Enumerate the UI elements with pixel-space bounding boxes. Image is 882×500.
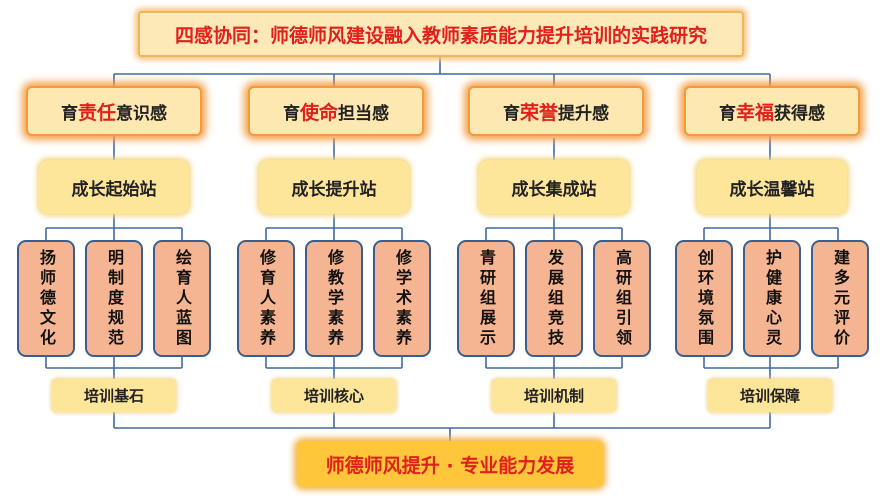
sense-suffix: 意识感	[116, 103, 167, 124]
leaf-box: 青研组展示	[457, 240, 515, 357]
sense-highlight: 幸福	[735, 101, 774, 124]
leaf-box: 修学术素养	[373, 240, 431, 357]
leaf-box: 绘育人蓝图	[153, 240, 211, 357]
sense-prefix: 育	[282, 103, 300, 124]
leaf-box: 修教学素养	[305, 240, 363, 357]
leaf-box: 修育人素养	[237, 240, 295, 357]
sense-box-responsibility: 育责任意识感	[26, 86, 202, 136]
leaf-box: 明制度规范	[85, 240, 143, 357]
station-box-improve: 成长提升站	[259, 160, 409, 214]
sense-prefix: 育	[718, 103, 736, 124]
outcome-box: 师德师风提升 · 专业能力发展	[297, 441, 603, 487]
sense-box-honor: 育荣誉提升感	[468, 86, 644, 136]
sense-highlight: 荣誉	[519, 101, 558, 124]
sense-suffix: 担当感	[338, 103, 389, 124]
station-box-integrate: 成长集成站	[479, 160, 629, 214]
leaf-box: 建多元评价	[811, 240, 869, 357]
sense-highlight: 使命	[299, 101, 338, 124]
leaf-box: 扬师德文化	[17, 240, 75, 357]
leaf-box: 创环境氛围	[675, 240, 733, 357]
base-box: 培训机制	[492, 379, 616, 412]
sense-highlight: 责任	[77, 101, 116, 124]
base-box: 培训保障	[708, 379, 832, 412]
station-box-start: 成长起始站	[39, 160, 189, 214]
base-box: 培训基石	[52, 379, 176, 412]
sense-box-mission: 育使命担当感	[248, 86, 424, 136]
leaf-box: 护健康心灵	[743, 240, 801, 357]
leaf-box: 发展组竞技	[525, 240, 583, 357]
sense-suffix: 获得感	[774, 103, 825, 124]
station-box-warm: 成长温馨站	[697, 160, 847, 214]
sense-suffix: 提升感	[558, 103, 609, 124]
leaf-box: 高研组引领	[593, 240, 651, 357]
diagram-title: 四感协同：师德师风建设融入教师素质能力提升培训的实践研究	[138, 11, 744, 57]
sense-box-happiness: 育幸福获得感	[684, 86, 860, 136]
sense-prefix: 育	[502, 103, 520, 124]
sense-prefix: 育	[60, 103, 78, 124]
base-box: 培训核心	[272, 379, 396, 412]
